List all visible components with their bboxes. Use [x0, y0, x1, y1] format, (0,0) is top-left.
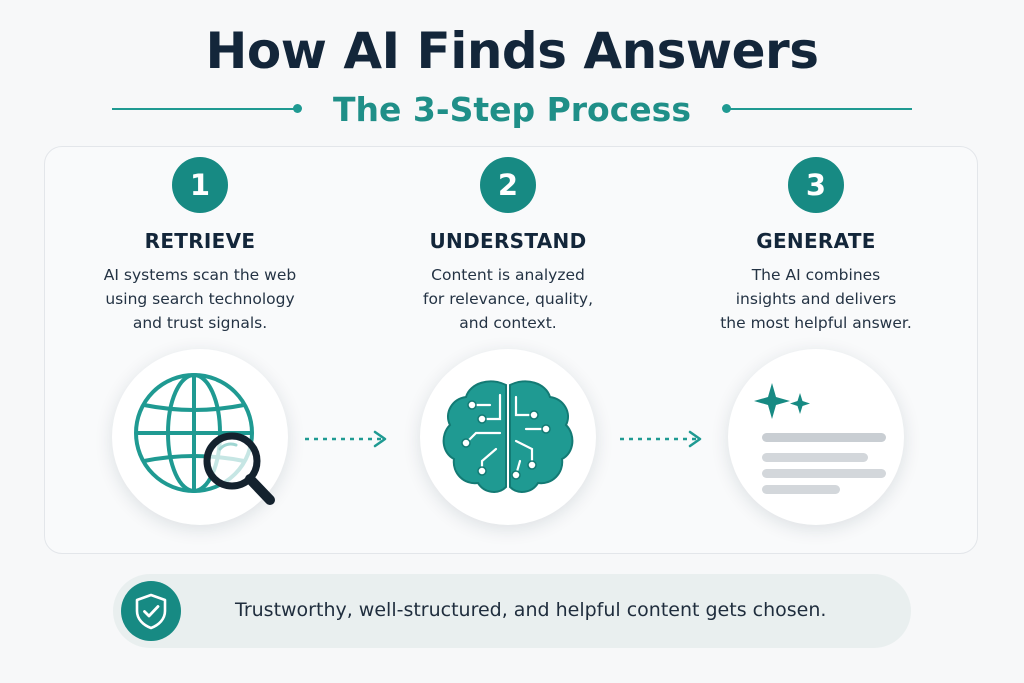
- step-title: RETRIEVE: [144, 229, 256, 253]
- page-subtitle: The 3-Step Process: [333, 90, 691, 129]
- page-title: How AI Finds Answers: [205, 22, 819, 80]
- subtitle-divider-left: [112, 108, 297, 110]
- step-description-line: and trust signals.: [132, 314, 268, 332]
- step-icon-circle: [420, 349, 596, 525]
- footer-banner: Trustworthy, well-structured, and helpfu…: [113, 574, 911, 648]
- step-description-line: using search technology: [105, 290, 295, 308]
- globe-magnifier-icon: [134, 373, 275, 505]
- step-understand: 2 UNDERSTAND Content is analyzed for rel…: [363, 147, 653, 555]
- step-description-line: for relevance, quality,: [422, 290, 593, 308]
- step-number-badge: 2: [480, 157, 536, 213]
- step-description-line: AI systems scan the web: [103, 266, 297, 284]
- step-generate: 3 GENERATE The AI combines insights and …: [671, 147, 961, 555]
- footer-icon-circle: [121, 581, 181, 641]
- flow-arrow: [620, 430, 702, 448]
- step-description: AI systems scan the web using search tec…: [55, 263, 345, 335]
- subtitle-divider-right: [727, 108, 912, 110]
- subtitle-row: The 3-Step Process: [0, 86, 1024, 134]
- step-description-line: the most helpful answer.: [720, 314, 912, 332]
- step-number-badge: 1: [172, 157, 228, 213]
- step-description: Content is analyzed for relevance, quali…: [363, 263, 653, 335]
- step-title: UNDERSTAND: [429, 229, 587, 253]
- subtitle-dot-right: [722, 104, 731, 113]
- step-description-line: and context.: [459, 314, 557, 332]
- process-panel: 1 RETRIEVE AI systems scan the web using…: [44, 146, 978, 554]
- sparkle-answer-icon: [754, 383, 886, 494]
- step-icon-circle: [728, 349, 904, 525]
- step-title: GENERATE: [756, 229, 876, 253]
- step-description-line: The AI combines: [751, 266, 881, 284]
- step-description-line: Content is analyzed: [431, 266, 585, 284]
- shield-check-icon: [135, 593, 167, 630]
- step-retrieve: 1 RETRIEVE AI systems scan the web using…: [55, 147, 345, 555]
- brain-circuit-icon: [442, 380, 574, 493]
- step-description-line: insights and delivers: [735, 290, 897, 308]
- step-number-badge: 3: [788, 157, 844, 213]
- subtitle-dot-left: [293, 104, 302, 113]
- flow-arrow: [305, 430, 387, 448]
- footer-text: Trustworthy, well-structured, and helpfu…: [235, 599, 827, 621]
- step-description: The AI combines insights and delivers th…: [671, 263, 961, 335]
- step-icon-circle: [112, 349, 288, 525]
